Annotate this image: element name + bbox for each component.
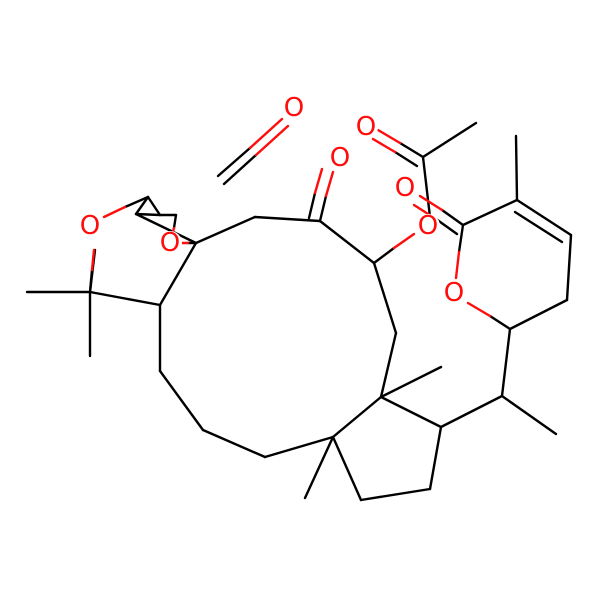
bond [331,435,363,502]
bond [440,208,465,227]
bond [434,217,459,236]
bond [515,198,573,237]
atom-label-o: O [330,143,350,173]
bond [398,141,425,159]
bond [421,121,478,159]
bond [88,290,162,307]
atom-label-o: O [395,173,415,203]
bond [123,195,150,209]
bond [102,205,127,219]
bond [466,301,492,318]
bond [158,241,198,307]
carbon-bonds [25,121,573,502]
bond [500,394,558,436]
bond [488,314,512,331]
atom-label-o: O [444,278,464,308]
atom-label-o: O [284,93,304,123]
bond [90,248,96,272]
bond [508,298,569,331]
bond [461,198,519,227]
bond [263,435,335,459]
bond [371,137,397,154]
oxygen-bonds [88,117,512,331]
oxygen-atoms: O O O O O O O O [78,93,466,308]
bond [372,246,396,265]
bond [254,124,290,157]
bond [500,327,512,398]
bond [222,153,258,186]
bond [134,212,198,245]
bond [421,155,432,219]
bond [201,428,267,459]
oxygen-atom: O [158,228,182,258]
bond [372,261,398,335]
bond [376,128,402,145]
bond [513,210,564,244]
bond [439,394,504,429]
bond [253,215,322,223]
bond [158,369,205,432]
bond [194,215,257,245]
bond [134,212,162,217]
bond [393,150,419,168]
atom-label-o: O [356,112,376,142]
atom-label-o: O [418,211,438,241]
oxygen-atom: O [442,278,466,308]
oxygen-atom: O [78,211,102,241]
bond [318,219,376,265]
bond [216,146,252,178]
oxygen-atom: O [328,143,352,173]
bond [324,170,335,198]
bond [248,117,284,150]
bond [379,331,398,399]
bond [457,223,465,254]
oxygen-atom: O [416,211,440,241]
bond [514,134,519,202]
bond [313,167,324,195]
atom-label-o: O [80,211,100,241]
bond [379,395,443,429]
bond [331,395,383,439]
bond [418,194,444,212]
oxygen-atom: O [354,112,378,142]
bond [379,365,443,399]
bond [454,250,461,280]
bond [172,213,178,230]
oxygen-atom: O [393,173,417,203]
oxygen-atom: O [282,93,306,123]
bond [303,435,335,500]
bond [428,425,443,491]
bond [88,268,94,294]
bond [565,233,573,302]
atom-label-o: O [160,228,180,258]
bond [134,195,150,216]
bond [392,232,416,250]
bond [318,194,328,223]
bond [146,195,162,217]
bond [359,487,432,502]
bond [307,191,317,220]
